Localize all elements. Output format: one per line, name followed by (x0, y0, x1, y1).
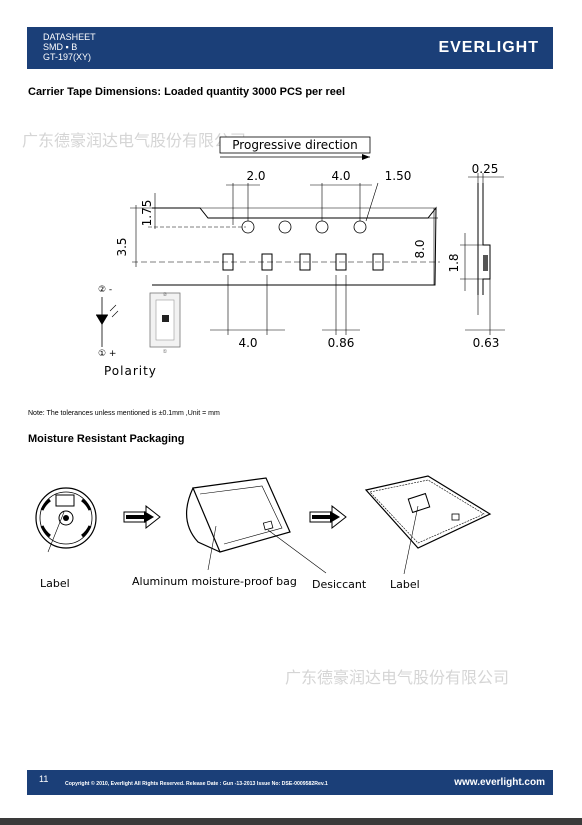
bottom-edge-bar (0, 818, 582, 825)
sealed-bag-illustration (364, 475, 492, 575)
watermark-bottom: 广东德豪润达电气股份有限公司 (285, 668, 510, 687)
pin-2-label: ② - (98, 285, 112, 295)
svg-text:①: ① (163, 349, 168, 355)
header-series: SMD ▪ B (43, 42, 78, 52)
dim-1-50: 1.50 (385, 169, 412, 183)
carrier-tape-diagram: Progressive direction 2.0 4.0 1.50 1.75 … (96, 136, 505, 378)
dim-0-63: 0.63 (473, 336, 500, 350)
header-doc-info: DATASHEET SMD ▪ B GT-197(XY) (43, 32, 96, 62)
dim-4-0-bottom: 4.0 (238, 336, 257, 350)
dim-3-5: 3.5 (115, 237, 129, 256)
watermark-top: 广东德豪润达电气股份有限公司 (22, 131, 247, 150)
dim-8-0: 8.0 (413, 239, 427, 258)
packaging-section-title: Moisture Resistant Packaging (28, 433, 185, 445)
header-datasheet: DATASHEET (43, 32, 96, 42)
copyright-text: Copyright © 2010, Everlight All Rights R… (65, 781, 328, 787)
dim-0-25: 0.25 (472, 162, 499, 176)
page-number: 11 (39, 774, 49, 784)
dim-1-8: 1.8 (447, 253, 461, 272)
bag-label-text: Aluminum moisture-proof bag (132, 575, 297, 588)
polarity-label: Polarity (104, 364, 157, 378)
dim-1-75: 1.75 (140, 200, 154, 227)
dim-0-86: 0.86 (328, 336, 355, 350)
sealed-label-text: Label (390, 578, 420, 591)
everlight-logo: EVERLIGHT (438, 39, 539, 56)
dim-2-0: 2.0 (246, 169, 265, 183)
progressive-direction-label: Progressive direction (232, 138, 357, 152)
aluminum-bag-illustration (186, 477, 327, 574)
arrow-right-icon (123, 504, 161, 530)
website-link[interactable]: www.everlight.com (454, 777, 545, 788)
diode-triangle (96, 315, 108, 325)
svg-text:②: ② (163, 292, 168, 298)
reel-label-text: Label (40, 577, 70, 590)
dim-4-0-top: 4.0 (331, 169, 350, 183)
direction-box (219, 136, 371, 154)
reel-illustration (35, 487, 97, 553)
arrow-right-icon (309, 504, 347, 530)
pin-1-label: ① + (98, 349, 116, 359)
header-part-number: GT-197(XY) (43, 52, 92, 62)
footer-bar: 11 Copyright © 2010, Everlight All Right… (27, 770, 553, 795)
header-bar: DATASHEET SMD ▪ B GT-197(XY) EVERLIGHT (27, 27, 553, 69)
tolerance-note: Note: The tolerances unless mentioned is… (28, 410, 220, 417)
tape-section-title: Carrier Tape Dimensions: Loaded quantity… (28, 86, 346, 98)
desiccant-label-text: Desiccant (312, 578, 367, 591)
packaging-diagram: Label Aluminum moisture-proof bag Desicc… (35, 475, 492, 591)
